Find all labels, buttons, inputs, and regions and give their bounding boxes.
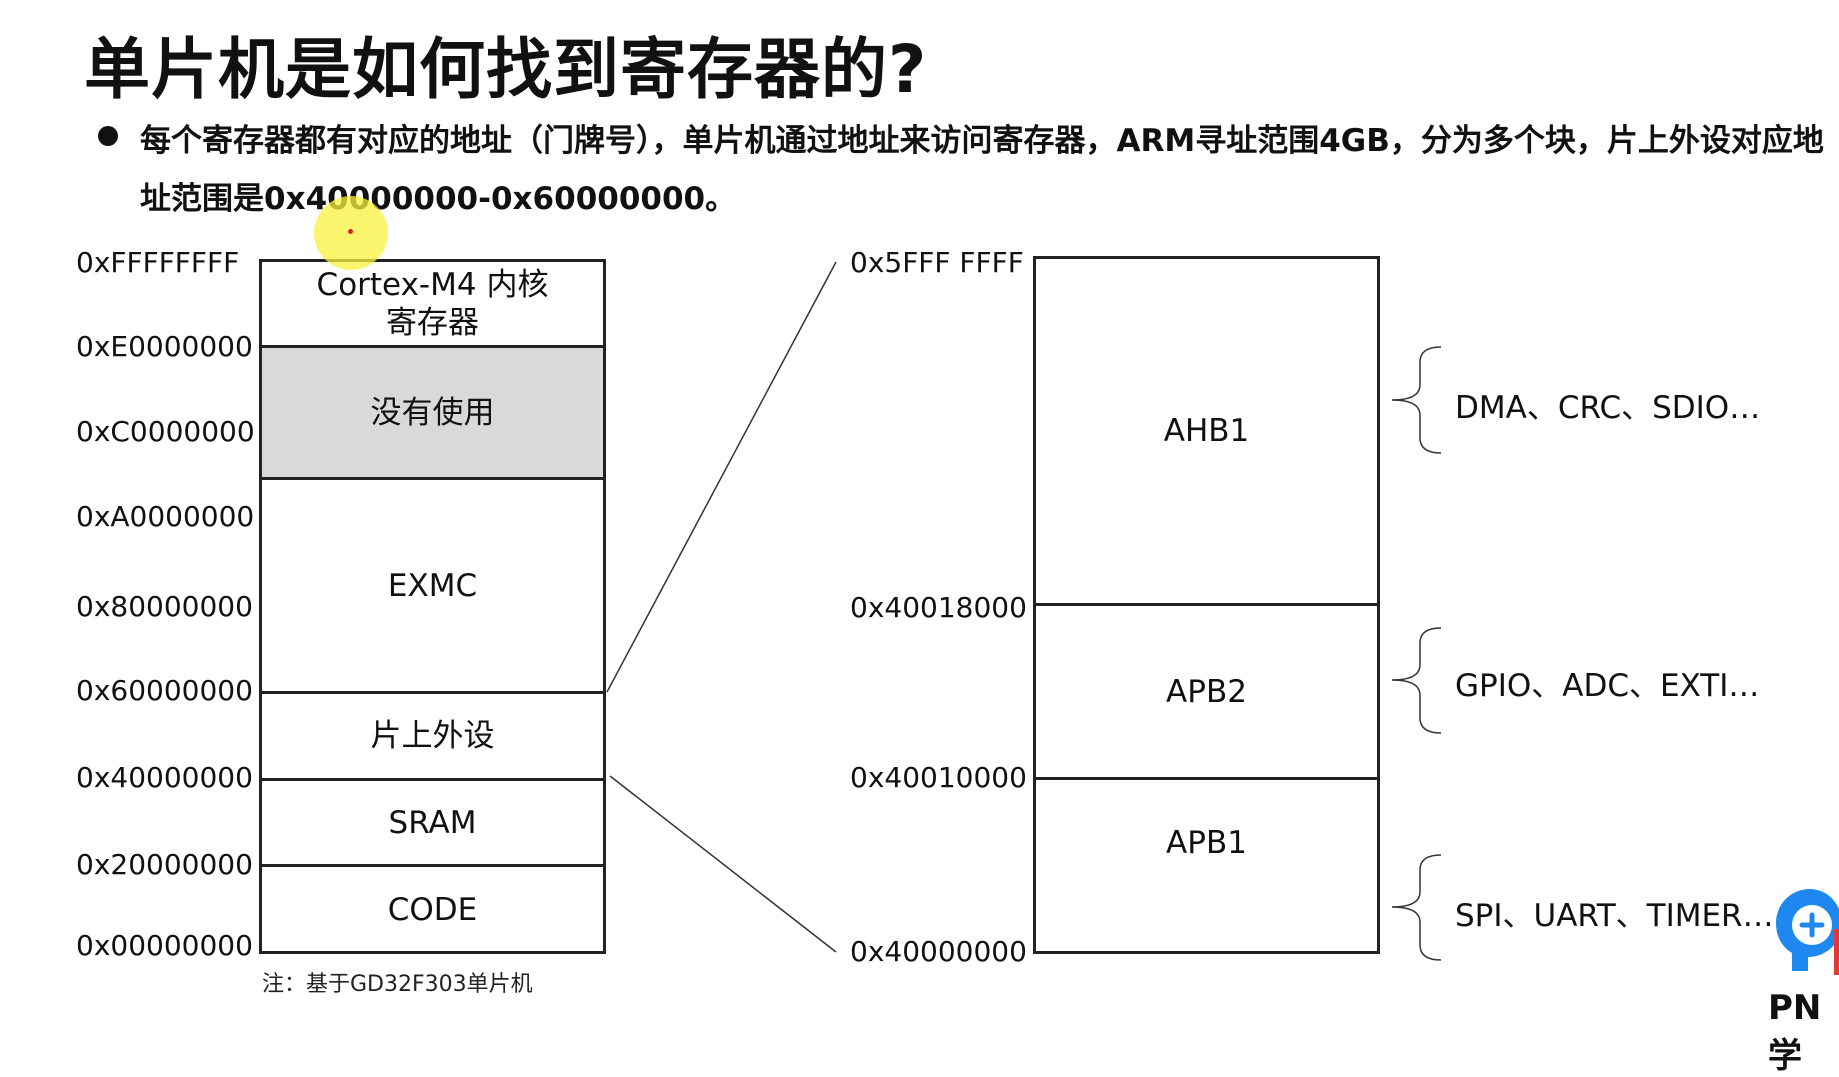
right-address-label: 0x40018000 [850,591,1027,624]
bus-block-apb1: APB1 [1033,777,1380,954]
left-address-label: 0x40000000 [76,761,253,794]
slide-title: 单片机是如何找到寄存器的? [84,31,928,108]
memory-block-exmc: EXMC [259,478,606,693]
left-address-label: 0xA0000000 [76,500,255,533]
left-address-label: 0x60000000 [76,674,253,707]
left-address-label: 0xE0000000 [76,330,253,363]
block-border [259,864,606,867]
peripheral-list-ahb1: DMA、CRC、SDIO… [1455,390,1761,426]
right-address-label: 0x40010000 [850,761,1027,794]
memory-block-unused: 没有使用 [259,347,606,478]
cursor-pointer-icon [348,229,353,234]
block-border [259,477,606,480]
memory-block-peripherals: 片上外设 [259,693,606,779]
right-address-label: 0x5FFF FFFF [850,246,1024,279]
right-address-label: 0x40000000 [850,935,1027,968]
memory-block-code: CODE [259,866,606,953]
left-address-label: 0xFFFFFFFF [76,246,240,279]
bus-block-ahb1: AHB1 [1033,256,1380,606]
left-address-label: 0x00000000 [76,929,253,962]
peripheral-list-apb1: SPI、UART、TIMER… [1455,898,1774,934]
bullet-text: 每个寄存器都有对应的地址（门牌号），单片机通过地址来访问寄存器，ARM寻址范围4… [140,123,1824,217]
bus-block-apb2: APB2 [1033,603,1380,780]
left-address-label: 0xC0000000 [76,415,255,448]
block-border [259,691,606,694]
footnote: 注：基于GD32F303单片机 [262,972,533,997]
block-border [259,259,606,262]
peripheral-list-apb2: GPIO、ADC、EXTI… [1455,668,1760,704]
block-border [259,951,606,954]
brand-logo-icon [1776,889,1839,975]
bullet-dot [98,126,118,146]
left-address-label: 0x80000000 [76,590,253,623]
memory-block-cortex-core: Cortex-M4 内核 寄存器 [259,260,606,347]
block-border [259,778,606,781]
memory-block-sram: SRAM [259,779,606,866]
zoom-connector-lines [606,261,1442,961]
left-address-label: 0x20000000 [76,848,253,881]
brand-logo-text: PN学 [1768,988,1822,1076]
block-border [259,345,606,348]
